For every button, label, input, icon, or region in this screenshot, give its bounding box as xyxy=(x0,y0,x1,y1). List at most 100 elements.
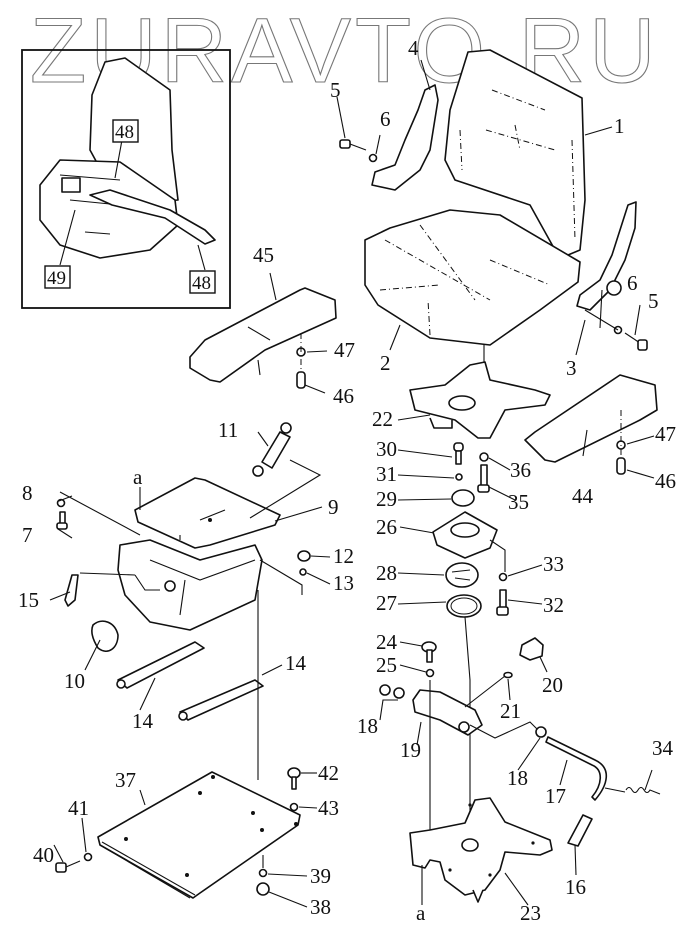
callout-11: 11 xyxy=(218,418,238,442)
washer-41 xyxy=(83,852,93,862)
reference-mark-a-top: a xyxy=(133,465,143,489)
callout-14-left: 14 xyxy=(132,709,154,733)
callout-18-left: 18 xyxy=(357,714,378,738)
bolt-46-right xyxy=(616,410,626,475)
callout-38: 38 xyxy=(310,895,331,919)
bushing-18-right xyxy=(535,726,547,738)
callout-45: 45 xyxy=(253,243,274,267)
callout-26: 26 xyxy=(376,515,397,539)
bolt-46-left xyxy=(296,333,306,389)
callout-5-right: 5 xyxy=(648,289,659,313)
callout-46-right: 46 xyxy=(655,469,676,493)
bolt-30 xyxy=(453,442,464,465)
callout-4: 4 xyxy=(408,36,419,60)
callout-7: 7 xyxy=(22,523,33,547)
callout-37: 37 xyxy=(115,768,136,792)
callout-41: 41 xyxy=(68,796,89,820)
callout-labels: 1 2 3 4 5 6 5 6 7 8 9 10 11 12 13 14 14 … xyxy=(18,36,676,925)
pin-21 xyxy=(503,671,513,679)
shock-absorber-11 xyxy=(252,422,292,477)
callout-8: 8 xyxy=(22,481,33,505)
callout-28: 28 xyxy=(376,561,397,585)
seat-cushion xyxy=(364,209,581,346)
callout-6-left: 6 xyxy=(380,107,391,131)
callout-44: 44 xyxy=(572,484,594,508)
callout-13: 13 xyxy=(333,571,354,595)
callout-33: 33 xyxy=(543,552,564,576)
suspension-top-plate xyxy=(134,477,281,549)
washer-13 xyxy=(299,568,307,576)
bracket-pivot xyxy=(606,280,622,296)
left-bracket xyxy=(371,84,439,191)
armrest-left xyxy=(189,287,337,383)
washer-43 xyxy=(289,802,299,812)
washer-36 xyxy=(479,452,489,462)
washer-39 xyxy=(258,868,268,878)
callout-27: 27 xyxy=(376,591,397,615)
bolt-42 xyxy=(287,767,301,790)
callout-35: 35 xyxy=(508,490,529,514)
spring-34 xyxy=(604,786,661,795)
right-bracket xyxy=(576,201,637,311)
callout-47-right: 47 xyxy=(655,422,676,446)
washer-25 xyxy=(425,668,435,678)
callout-5-left: 5 xyxy=(330,78,341,102)
callout-47-left: 47 xyxy=(334,338,355,362)
nut-38 xyxy=(256,882,270,896)
callout-31: 31 xyxy=(376,462,397,486)
callout-12: 12 xyxy=(333,544,354,568)
bolt-24 xyxy=(421,641,437,663)
inset-buckle xyxy=(61,177,81,193)
callout-39: 39 xyxy=(310,864,331,888)
callout-43: 43 xyxy=(318,796,339,820)
bushing-18-left-b xyxy=(393,687,405,699)
lower-swivel-plate xyxy=(409,797,553,896)
callout-9: 9 xyxy=(328,495,339,519)
bolt-35 xyxy=(477,464,490,493)
bolt-right-5 xyxy=(624,332,648,351)
bushing-18-left-a xyxy=(379,684,391,696)
callout-40: 40 xyxy=(33,843,54,867)
leader-lines xyxy=(49,59,655,908)
reference-mark-a-bottom: a xyxy=(416,901,426,925)
bolt-left-5 xyxy=(339,139,367,151)
spacer-29 xyxy=(451,489,475,507)
slide-rail-right xyxy=(179,679,264,721)
callout-15: 15 xyxy=(18,588,39,612)
callout-10: 10 xyxy=(64,669,85,693)
inset-seat-belt: 48 49 48 xyxy=(21,49,231,309)
bolt-7 xyxy=(56,511,68,530)
bracket-19 xyxy=(412,689,483,736)
bolt-40 xyxy=(55,860,81,873)
washer-left-6 xyxy=(368,153,378,163)
swivel-boss xyxy=(461,838,479,852)
swivel-tab xyxy=(429,417,453,429)
callout-21: 21 xyxy=(500,699,521,723)
grip-16 xyxy=(567,814,593,847)
callout-46-left: 46 xyxy=(333,384,354,408)
callout-18-right: 18 xyxy=(507,766,528,790)
knob-10 xyxy=(91,620,119,652)
callout-16: 16 xyxy=(565,875,586,899)
callout-17: 17 xyxy=(545,784,566,808)
callout-2: 2 xyxy=(380,351,391,375)
callout-3: 3 xyxy=(566,356,577,380)
stopper-20 xyxy=(519,637,544,661)
washer-31 xyxy=(455,473,463,481)
inset-label-48-top: 48 xyxy=(115,122,134,143)
callout-30: 30 xyxy=(376,437,397,461)
washer-33 xyxy=(498,572,508,582)
upper-swivel-plate xyxy=(409,361,551,439)
callout-42: 42 xyxy=(318,761,339,785)
lever-rod-17 xyxy=(545,736,608,801)
callout-1: 1 xyxy=(614,114,625,138)
callout-20: 20 xyxy=(542,673,563,697)
bolt-32 xyxy=(496,589,509,616)
callout-36: 36 xyxy=(510,458,531,482)
bearing-28 xyxy=(445,562,479,588)
armrest-right xyxy=(524,374,658,463)
callout-14-right: 14 xyxy=(285,651,307,675)
callout-22: 22 xyxy=(372,407,393,431)
